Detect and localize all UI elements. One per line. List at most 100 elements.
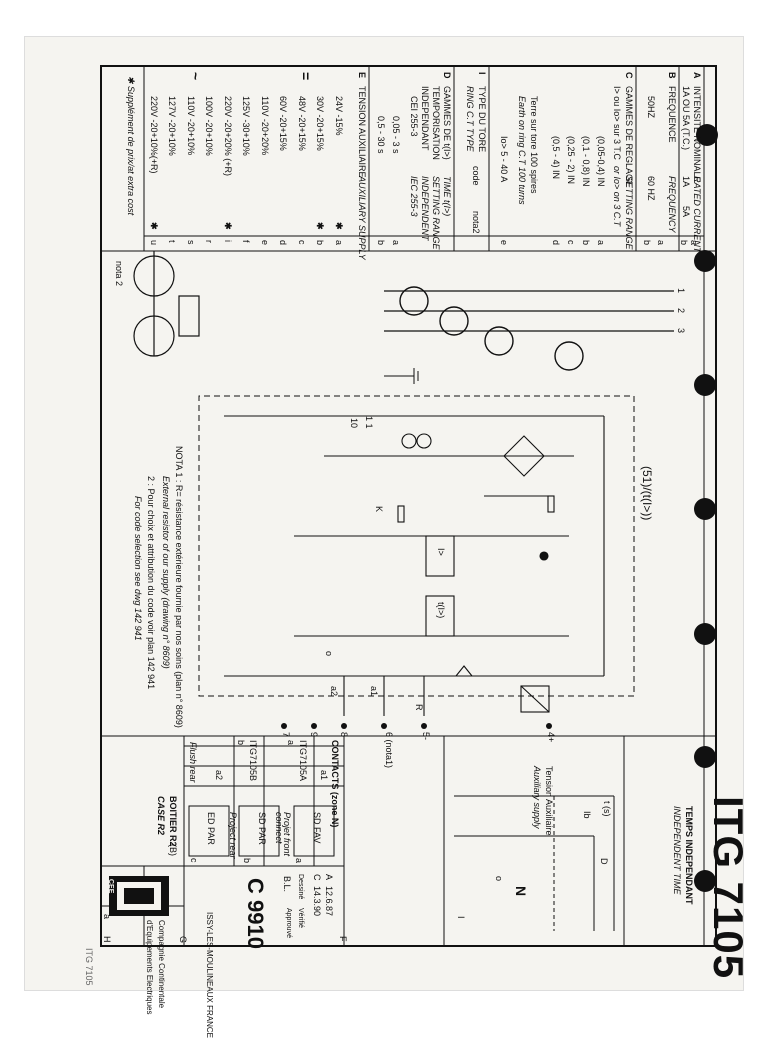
punch-hole (694, 250, 716, 272)
phase-2: 2 (676, 308, 686, 314)
curve-o: o (494, 876, 504, 882)
section-b-code-b: b (642, 240, 652, 246)
section-i-code-label: code (471, 166, 481, 186)
section-i-letter: I (477, 72, 487, 75)
contacts-row-a1: a1 (319, 770, 329, 781)
aux-voltage-code: i (223, 240, 233, 242)
terminal-10: 10 (349, 418, 359, 429)
housing-sd-par: SD PAR (257, 812, 267, 845)
housing-ed-par-code: c (189, 858, 199, 863)
terminal-6: 6 (nota1) (384, 732, 394, 769)
drawing-number: C 9910 (243, 878, 268, 949)
section-d-code-b: b (376, 240, 386, 246)
curve-d: D (599, 858, 609, 865)
nota2-fr: 2 : Pour choix et attribution du code vo… (146, 476, 156, 690)
section-c-code-c: c (566, 240, 576, 245)
section-a-code-a: a (689, 240, 699, 246)
aux-voltage-value: 110V -20+10% (186, 96, 196, 156)
housing-title-fr: BOITIER R2 (168, 796, 178, 847)
extra-cost-star-icon: ✱ (334, 222, 344, 230)
contacts-col-b-code: b (236, 740, 246, 746)
section-c-code-d: d (551, 240, 561, 246)
schematic-svg (100, 65, 717, 947)
section-c-tore-fr: Terre sur tore 100 spires (529, 96, 539, 194)
section-b-label-en: FREQUENCY (667, 176, 677, 233)
terminal-r: R (414, 704, 424, 711)
section-a-letter: A (692, 72, 702, 79)
section-d-label-en: TIME t(I>) (442, 176, 452, 217)
aux-voltage-code: t (167, 240, 178, 243)
section-d-label2-en: SETTING RANGE (431, 176, 441, 250)
label-a2: a2 (329, 686, 339, 697)
phase-3: 3 (676, 328, 686, 334)
section-b-opt-60: 60 HZ (646, 176, 656, 201)
section-a-opt-1a: 1A (681, 176, 691, 188)
aux-voltage-code: f (241, 240, 252, 243)
supplement-note: ✱ Supplément de prix/at extra cost (126, 76, 136, 216)
housing-ed-par-fr: Flush rear (188, 742, 198, 783)
punch-hole (694, 746, 716, 768)
contacts-col-a-code: a (286, 740, 296, 746)
aux-voltage-code: d (278, 240, 289, 246)
zone-h: H (102, 936, 112, 943)
section-i-label-en: RING C.T TYPE (465, 86, 475, 152)
nota1-fr: NOTA 1 : R= résistance extérieure fourni… (174, 446, 184, 728)
label-t-i-gt: t(I>) (436, 602, 446, 619)
rev-date-c: 14.3.90 (312, 886, 322, 917)
section-d-label3-fr: INDEPENDANT (420, 86, 430, 151)
aux-voltage-code: r (204, 240, 215, 243)
terminal-7: 7 (281, 732, 291, 738)
label-i-gt: I> (436, 548, 446, 556)
punch-hole (694, 623, 716, 645)
section-b-code-a: a (656, 240, 666, 246)
rev-c: C (312, 874, 322, 881)
drawing-sheet: ITG 7105 TEMPS INDEPENDANT INDEPENDENT T… (24, 36, 752, 1038)
tension-en: Auxiliary supply (532, 766, 542, 829)
zone-g: G (178, 936, 188, 944)
section-c-tore-range: Io> 5 - 40 A (499, 136, 509, 183)
section-i-label-fr: TYPE DU TORE (477, 86, 487, 153)
section-c-tore-code: e (499, 240, 509, 246)
aux-voltage-code: c (297, 240, 307, 245)
section-a-label-fr: INTENSITE NOMINALE (692, 86, 702, 183)
model-title: ITG 7105 (705, 796, 752, 980)
contacts-row-a2: a2 (214, 770, 224, 781)
extra-cost-star-icon: ✱ (223, 222, 233, 230)
title-subtitle-fr: TEMPS INDEPENDANT (684, 806, 694, 905)
company-2: d'Equipements Electriques (145, 920, 154, 1015)
section-c-label-fr: GAMMES DE REGLAGE (624, 86, 634, 188)
section-b-label-fr: FREQUENCE (667, 86, 677, 143)
section-d-std-fr: CEI 255-3 (409, 96, 419, 137)
terminal-5: 5- (421, 732, 431, 741)
aux-voltage-value: 127V -20+10% (167, 96, 178, 156)
terminal-9: 9 (309, 732, 319, 738)
rev-a: A (324, 874, 334, 881)
section-d-code-a: a (391, 240, 401, 246)
rev-date-a: 12.6.87 (324, 886, 334, 917)
drawn-label: Dessiné (297, 874, 304, 900)
section-c-letter: C (624, 72, 634, 79)
housing-sd-fav-code: a (294, 858, 304, 864)
aux-voltage-value: 125V -30+10% (241, 96, 252, 156)
section-b-letter: B (667, 72, 677, 79)
section-d-label3-en: INDEPENDENT (420, 176, 430, 241)
aux-voltage-value: 100V -20+10% (204, 96, 215, 156)
terminal-1-10: 1 1 (364, 416, 374, 429)
punch-hole (694, 870, 716, 892)
punch-hole (694, 374, 716, 396)
housing-sd-fav: SD FAV (312, 812, 322, 844)
aux-voltage-code: b (315, 240, 326, 246)
section-d-row-1: 0,05 - 3 s (391, 116, 401, 154)
approved-label: Approuvé (285, 908, 292, 938)
label-o: o (324, 651, 334, 657)
punch-hole (694, 498, 716, 520)
section-e-label-fr: TENSION AUXILIAIRE (357, 86, 367, 178)
housing-sd-par-fr: Project rear (228, 812, 238, 859)
extra-cost-star-icon: ✱ (149, 222, 159, 230)
dc-symbol: = (298, 72, 314, 81)
curve-n: N (513, 886, 529, 897)
section-c-code-a: a (596, 240, 606, 246)
nota2-en: For code selection see dwg 142 941 (133, 496, 143, 641)
aux-voltage-value: 24V -15% (334, 96, 344, 136)
aux-voltage-code: s (186, 240, 196, 245)
